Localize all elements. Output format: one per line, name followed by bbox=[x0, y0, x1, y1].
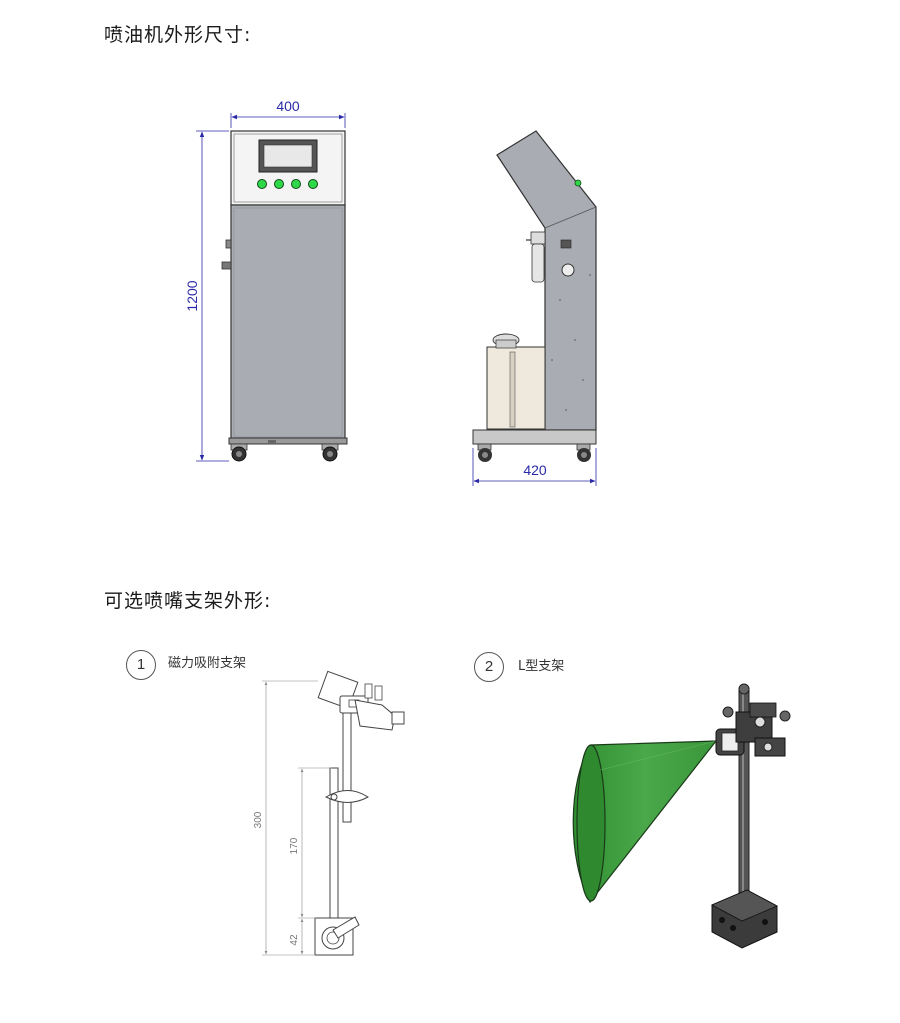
side-view-machine bbox=[472, 130, 597, 486]
panel-buttons bbox=[257, 179, 318, 189]
holder2-label: L型支架 bbox=[518, 659, 565, 674]
oil-tank bbox=[486, 346, 546, 430]
wheels bbox=[230, 440, 339, 462]
magnetic-holder-drawing bbox=[262, 670, 405, 956]
front-width-dimension: 400 bbox=[276, 98, 300, 114]
l-type-holder-drawing bbox=[572, 683, 791, 949]
section-title-nozzle-holders: 可选喷嘴支架外形: bbox=[104, 590, 272, 612]
front-view-machine bbox=[196, 113, 348, 462]
holder1-total-dimension: 300 bbox=[253, 811, 264, 828]
cabinet-body bbox=[230, 204, 346, 441]
side-width-dimension: 420 bbox=[523, 462, 547, 478]
holder1-number-circle: 1 bbox=[126, 650, 156, 680]
holder1-mid-dimension: 170 bbox=[289, 837, 300, 854]
section-title-machine-dimensions: 喷油机外形尺寸: bbox=[104, 24, 252, 46]
holder2-number-circle: 2 bbox=[474, 652, 504, 682]
holder1-base-dimension: 42 bbox=[289, 934, 300, 946]
holder1-label: 磁力吸附支架 bbox=[168, 656, 247, 671]
front-height-dimension: 1200 bbox=[184, 280, 200, 311]
